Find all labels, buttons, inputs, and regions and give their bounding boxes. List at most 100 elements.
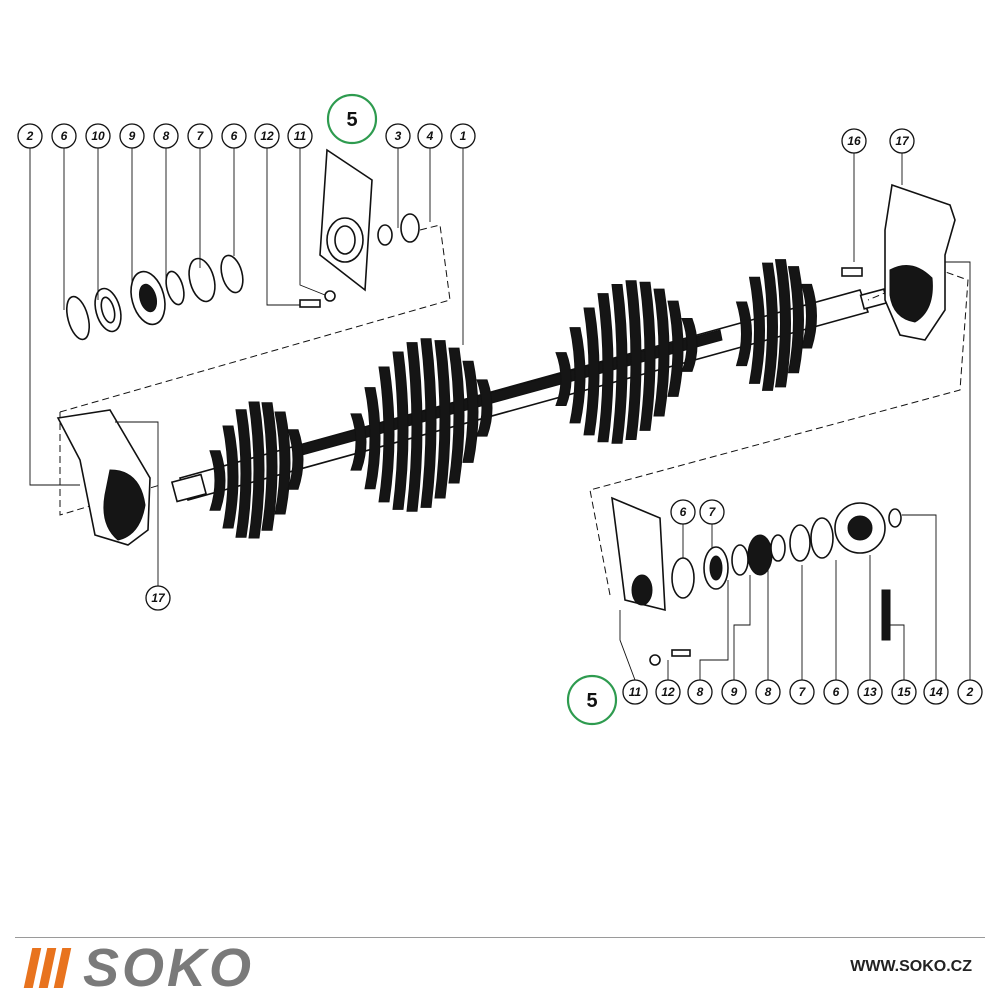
callout-top-10: 3	[385, 123, 411, 149]
rotor-fin	[261, 402, 278, 531]
callout-top-right-2: 17	[889, 128, 915, 154]
rotor-fin	[583, 307, 600, 436]
rotor-fin	[597, 293, 614, 443]
highlight-bottom-label: 5	[586, 690, 597, 712]
callout-top-3-label: 10	[91, 129, 105, 143]
callout-top-7-label: 6	[231, 129, 238, 143]
bracket-part-top	[319, 148, 420, 292]
rotor-fin	[364, 387, 381, 490]
highlight-callout-bottom: 5	[566, 674, 618, 726]
callout-bottom-1: 11	[622, 679, 648, 705]
callout-right-1: 6	[670, 499, 696, 525]
callout-top-5: 8	[153, 123, 179, 149]
rotor-fin	[653, 288, 670, 417]
rotor-fin	[774, 259, 791, 388]
rotor-fin	[611, 284, 628, 444]
rotor-blades-right	[735, 259, 817, 391]
callout-bottom-3: 8	[687, 679, 713, 705]
right-housing	[841, 183, 956, 341]
rotor-fin	[448, 347, 465, 484]
callout-bottom-9: 15	[891, 679, 917, 705]
logo-bars-icon	[23, 947, 72, 988]
callout-top-1-label: 2	[26, 129, 34, 143]
callout-bottom-6: 7	[789, 679, 815, 705]
callout-bottom-8: 13	[857, 679, 883, 705]
callout-bottom-10-label: 14	[929, 685, 943, 699]
callout-left-housing-label: 17	[151, 591, 166, 605]
callout-bottom-7-label: 6	[833, 685, 840, 699]
rotor-fin	[235, 409, 252, 538]
callout-top-11: 4	[417, 123, 443, 149]
rotor-fin	[420, 338, 437, 508]
rotor-fin	[735, 301, 752, 367]
callout-left-housing: 17	[145, 585, 171, 611]
rotor-fin	[287, 429, 304, 490]
highlight-callout-top: 5	[326, 93, 378, 145]
rotor-fin	[350, 413, 367, 471]
rotor-fin	[761, 262, 778, 391]
callout-top-4: 9	[119, 123, 145, 149]
footer-divider	[15, 937, 985, 938]
callout-bottom-2: 12	[655, 679, 681, 705]
callout-top-right-2-label: 17	[895, 134, 910, 148]
callout-bottom-5-label: 8	[765, 685, 772, 699]
rotor-fin	[639, 281, 656, 431]
rotor-fin	[748, 276, 765, 384]
highlight-top-label: 5	[346, 109, 357, 131]
rotor-fin	[569, 327, 586, 424]
callout-bottom-7: 6	[823, 679, 849, 705]
callout-right-1-label: 6	[680, 505, 687, 519]
callout-top-right-1-label: 16	[847, 134, 861, 148]
callout-bottom-3-label: 8	[697, 685, 704, 699]
brand-logo: SOKO	[23, 937, 255, 998]
callout-bottom-4: 9	[721, 679, 747, 705]
rotor-fin	[462, 360, 479, 463]
rotor-fin	[667, 300, 684, 397]
callout-top-9-label: 11	[294, 129, 307, 143]
rotor-fin	[406, 342, 423, 512]
callout-top-3: 10	[85, 123, 111, 149]
callout-top-6-label: 7	[197, 129, 205, 143]
rotor-blades-mid-right	[555, 280, 698, 444]
right-bearing-parts	[611, 496, 902, 666]
callout-top-1: 2	[17, 123, 43, 149]
callout-right-2-label: 7	[709, 505, 717, 519]
callout-top-2-label: 6	[61, 129, 68, 143]
callouts-bottom-row: 11 12 8 9 8 7 6 13 15 14 2	[622, 679, 983, 705]
callout-top-8: 12	[254, 123, 280, 149]
rotor-fin	[209, 450, 226, 511]
rotor-fin	[681, 318, 698, 372]
callout-right-2: 7	[699, 499, 725, 525]
website-link[interactable]: WWW.SOKO.CZ	[850, 958, 972, 975]
assembly-line-top-2	[59, 224, 451, 413]
callout-left-bottom: 17	[145, 585, 171, 611]
rotor-blades-left	[209, 401, 304, 539]
rotor-fin	[555, 352, 572, 406]
callout-bottom-1-label: 11	[629, 685, 642, 699]
callout-top-2: 6	[51, 123, 77, 149]
rotor-fin	[625, 280, 642, 440]
rotor-fin	[392, 351, 409, 510]
callout-top-9: 11	[287, 123, 313, 149]
callout-bottom-9-label: 15	[897, 685, 911, 699]
rotor-fin	[434, 340, 451, 499]
brand-name: SOKO	[83, 937, 255, 998]
callout-top-right-1: 16	[841, 128, 867, 154]
callout-bottom-5: 8	[755, 679, 781, 705]
callout-bottom-2-label: 12	[661, 685, 675, 699]
callout-top-12-label: 1	[460, 129, 467, 143]
rotor-fin	[800, 283, 817, 349]
rotor-fin	[222, 425, 239, 529]
leader-lines	[29, 148, 971, 681]
callout-bottom-6-label: 7	[799, 685, 807, 699]
assembly-line-right	[589, 269, 969, 596]
callout-top-8-label: 12	[260, 129, 274, 143]
assembly-line-top	[59, 412, 161, 516]
callout-top-11-label: 4	[426, 129, 434, 143]
callout-bottom-11-label: 2	[966, 685, 974, 699]
rotor-fin	[248, 401, 265, 539]
rotor-blades-center	[350, 338, 493, 512]
